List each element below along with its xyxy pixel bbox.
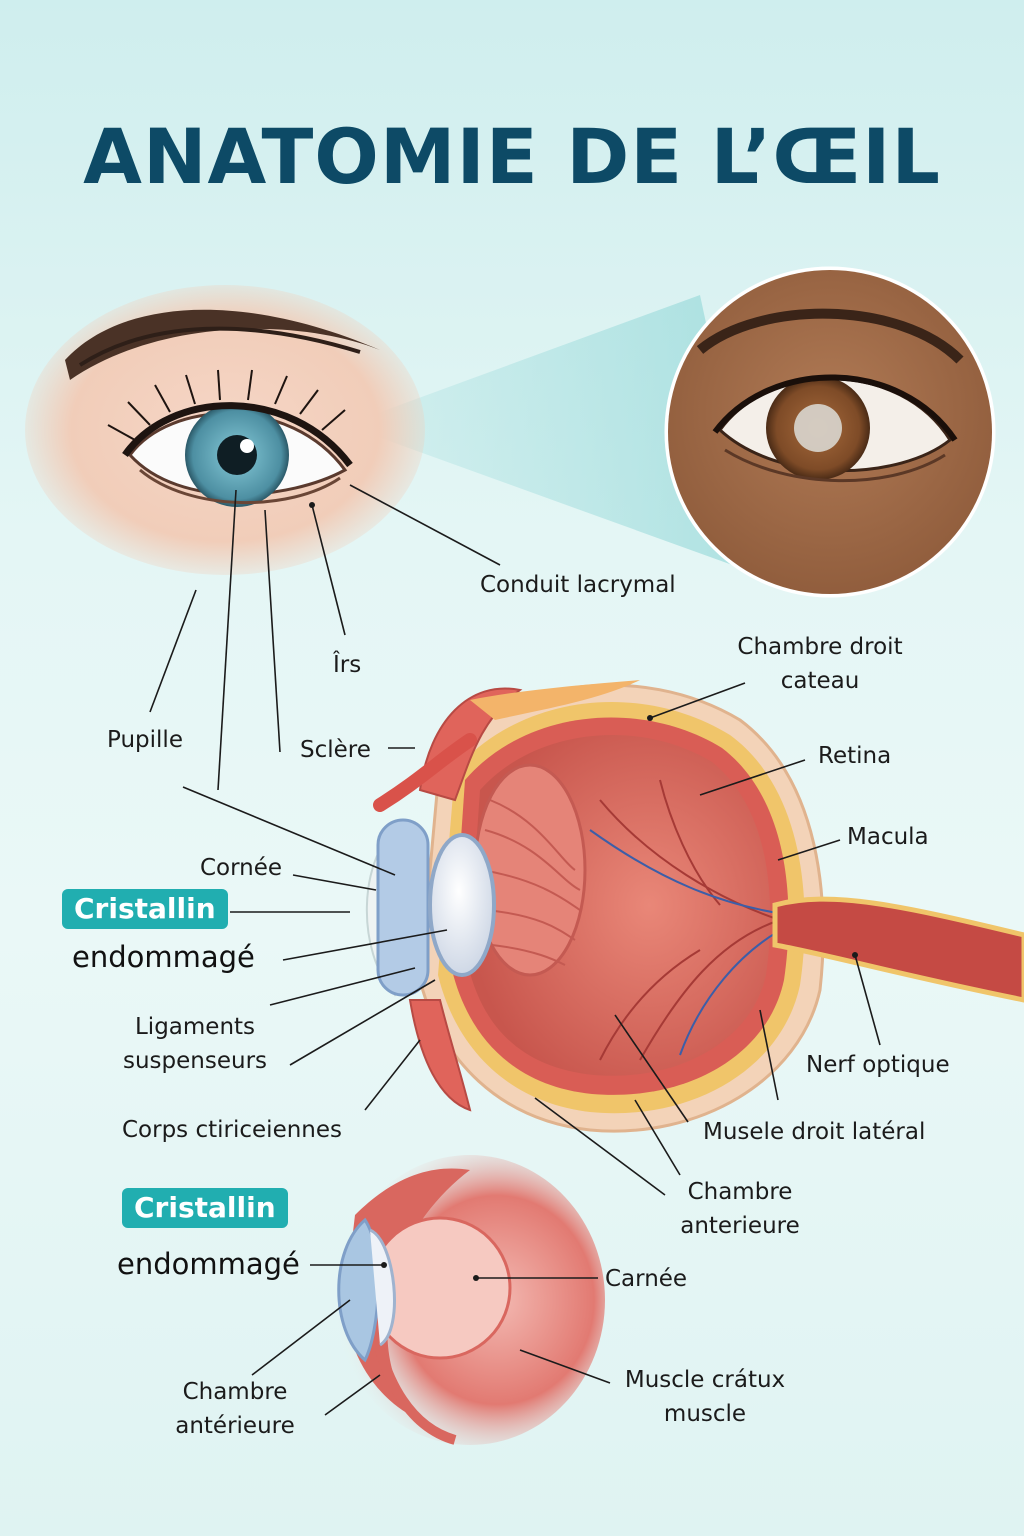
label-cornee: Cornée (200, 855, 283, 881)
label-endommage-2: endommagé (117, 1247, 300, 1281)
zoom-beam (345, 295, 760, 575)
label-nerf-optique: Nerf optique (806, 1052, 950, 1078)
label-iris: Îrs (333, 652, 362, 678)
badge-cristallin-2: Cristallin (122, 1188, 288, 1228)
eyeball-cross-section (365, 680, 1024, 1133)
label-corps-ciliaires: Corps ctiriceiennes (122, 1117, 343, 1143)
eyebrow (65, 309, 380, 380)
lens (428, 833, 496, 977)
label-chambre-droit-line2: cateau (780, 668, 860, 694)
zoom-circle-eye (668, 270, 992, 594)
label-chambre-anterieure-line1: Chambre (687, 1179, 793, 1205)
label-chambre-anterieure: Chambre anterieure (650, 1175, 830, 1243)
label-pupille: Pupille (107, 727, 183, 753)
label-macula: Macula (847, 824, 929, 850)
label-chambre-droit-line1: Chambre droit (737, 634, 903, 660)
label-chambre-anterieure-2-line1: Chambre (182, 1379, 288, 1405)
label-conduit-lacrymal: Conduit lacrymal (480, 572, 676, 598)
optic-nerve (772, 896, 1024, 1003)
label-chambre-droit: Chambre droit cateau (710, 630, 930, 698)
label-ligaments-line1: Ligaments (134, 1014, 256, 1040)
badge-cristallin: Cristallin (62, 889, 228, 929)
label-muscle-cratux-line1: Muscle crátux (624, 1367, 786, 1393)
label-carnee: Carnée (605, 1266, 688, 1292)
label-endommage: endommagé (72, 940, 255, 974)
leader-lines (149, 484, 881, 1416)
upper-lashes (122, 402, 353, 468)
label-retina: Retina (818, 743, 892, 769)
label-chambre-anterieure-2: Chambre antérieure (150, 1375, 320, 1443)
label-chambre-anterieure-line2: anterieure (680, 1213, 800, 1239)
label-muscle-cratux: Muscle crátux muscle (600, 1363, 810, 1431)
page-title: ANATOMIE DE L’ŒIL (83, 112, 941, 201)
label-ligaments: Ligaments suspenseurs (100, 1010, 290, 1078)
label-sclere: Sclère (300, 737, 371, 763)
label-ligaments-line2: suspenseurs (122, 1048, 268, 1074)
label-muscle-cratux-line2: muscle (663, 1401, 747, 1427)
cornea (376, 818, 430, 997)
label-muscle-droit-lateral: Musele droit latéral (703, 1119, 926, 1145)
label-chambre-anterieure-2-line2: antérieure (175, 1413, 295, 1439)
small-eyeball-cross-section (335, 1155, 605, 1445)
